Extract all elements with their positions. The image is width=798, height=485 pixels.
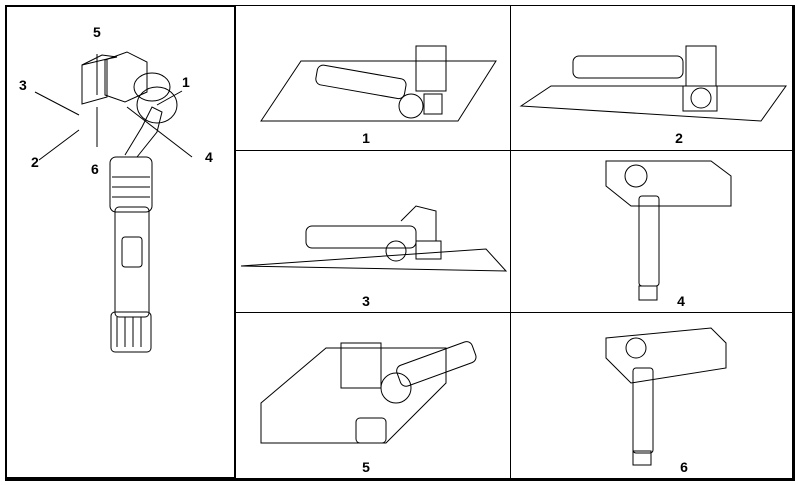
- panel-label-1: 1: [362, 130, 370, 146]
- mode-panel-3: 3: [235, 150, 511, 313]
- panel-label-3: 3: [362, 293, 370, 309]
- callout-3: 3: [19, 77, 27, 93]
- panel-label-6: 6: [680, 459, 688, 475]
- grip-cap: [110, 311, 152, 353]
- gimbal-overview-drawing: 5 1 3 2 4 6: [19, 24, 213, 353]
- callout-2: 2: [31, 154, 39, 170]
- motor-disc: [136, 86, 178, 124]
- gimbal-vertical-drawing: [605, 327, 727, 466]
- handle-top: [109, 156, 153, 213]
- mode-panel-4: 4: [510, 150, 793, 313]
- mode-panel-1: 1: [235, 5, 511, 151]
- callout-1: 1: [182, 74, 190, 90]
- mode-panel-6: 6: [510, 312, 793, 479]
- mode-panel-2: 2: [510, 5, 793, 151]
- callout-4: 4: [205, 149, 213, 165]
- panel-label-2: 2: [675, 130, 683, 146]
- callout-6: 6: [91, 161, 99, 177]
- gimbal-flat-drawing: [260, 45, 497, 122]
- callout-5: 5: [93, 24, 101, 40]
- panel-label-4: 4: [677, 293, 685, 309]
- panel-label-5: 5: [362, 459, 370, 475]
- gimbal-vertical-drawing: [605, 160, 732, 301]
- overview-panel: 5 1 3 2 4 6: [5, 5, 236, 479]
- gimbal-flat-drawing: [519, 45, 787, 122]
- handle: [114, 206, 150, 318]
- gimbal-flat-drawing: [240, 205, 508, 272]
- mode-panel-5: 5: [235, 312, 511, 479]
- camera-box: [81, 58, 108, 105]
- gimbal-inverted-drawing: [260, 341, 477, 444]
